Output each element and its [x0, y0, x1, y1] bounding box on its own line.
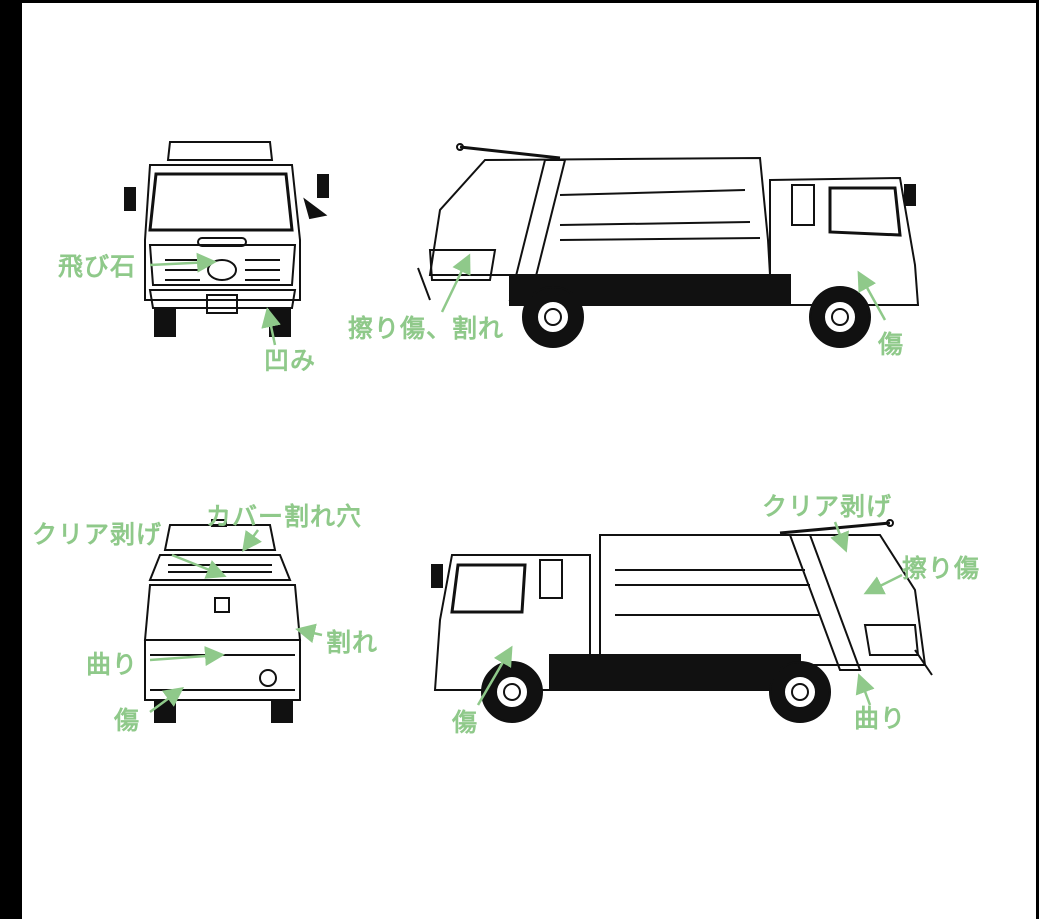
label-right-scratch: 傷 — [878, 330, 905, 359]
label-left-bend: 曲り — [854, 704, 907, 733]
arrow-front-stone-chip — [149, 252, 217, 273]
annotation-arrows — [149, 252, 903, 714]
arrow-left-bend — [855, 673, 875, 706]
arrow-rear-bend — [149, 646, 225, 667]
arrow-front-dent — [261, 307, 281, 346]
arrow-rear-crack — [295, 623, 323, 644]
label-rear-scratch: 傷 — [114, 706, 141, 735]
front-view — [124, 141, 329, 337]
left-border — [0, 0, 22, 919]
label-rear-cover-crack-hole: カバー割れ穴 — [206, 502, 363, 531]
label-rear-bend: 曲り — [86, 650, 139, 679]
arrow-rear-cover-crack — [242, 529, 262, 553]
label-rear-clear-peel: クリア剥げ — [32, 520, 163, 549]
rear-view — [143, 519, 302, 723]
arrow-rear-clear-peel — [171, 553, 227, 579]
arrow-right-scratch — [857, 270, 887, 321]
arrow-left-scratch — [476, 645, 513, 706]
right-side-view — [417, 143, 920, 348]
arrow-rear-scratch — [149, 687, 185, 714]
arrow-left-scratch-abrasion — [863, 573, 903, 595]
label-left-scratch-abrasion: 擦り傷 — [902, 554, 981, 583]
label-right-scratch-crack: 擦り傷、割れ — [348, 314, 505, 343]
label-left-scratch: 傷 — [452, 708, 479, 737]
label-front-stone-chip: 飛び石 — [58, 252, 137, 281]
left-side-view — [431, 519, 933, 723]
arrow-left-clear-peel — [830, 521, 849, 553]
arrow-right-scratch-crack — [440, 253, 471, 313]
label-front-dent: 凹み — [264, 346, 317, 375]
label-left-clear-peel: クリア剥げ — [762, 492, 893, 521]
label-rear-crack: 割れ — [326, 628, 379, 657]
